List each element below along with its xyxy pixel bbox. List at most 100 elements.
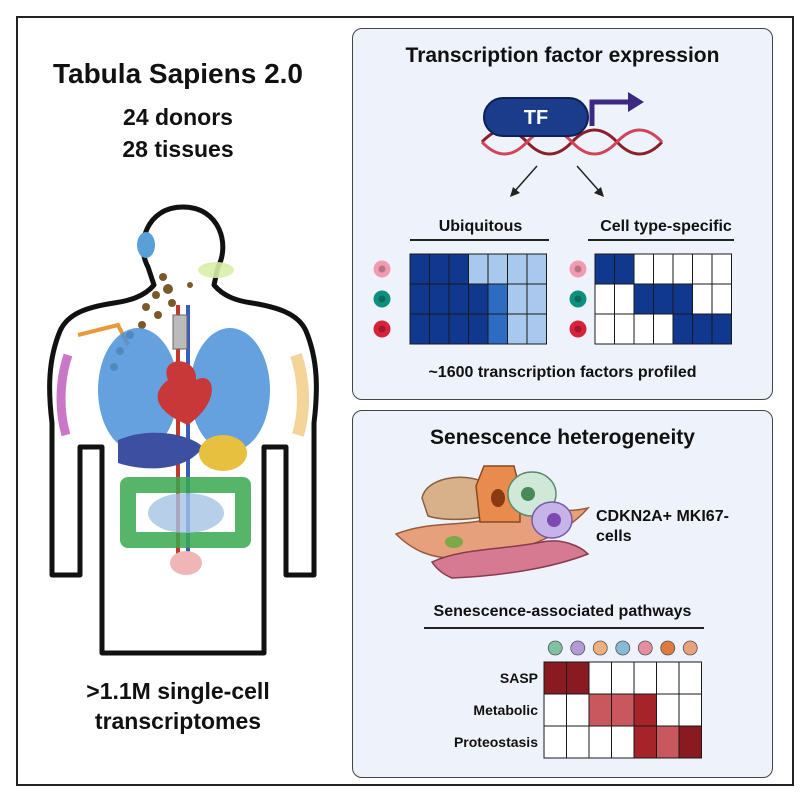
- ubiquitous-heatmap-cell: [526, 283, 547, 315]
- cell-count-line1: >1.1M single-cell: [86, 678, 270, 704]
- tf-pill: [483, 97, 589, 137]
- body-outline: [47, 204, 319, 656]
- cell-type-icon: [592, 640, 608, 656]
- senescent-cells-illustration: [394, 465, 591, 579]
- specific-heatmap-cell: [653, 283, 674, 315]
- pathway-heatmap-cell: [611, 725, 635, 759]
- tf-pill-label: TF: [524, 107, 548, 129]
- ubiquitous-heatmap-cell: [468, 283, 489, 315]
- pathway-heatmap-cell: [656, 725, 680, 759]
- tissue-count: 28 tissues: [122, 136, 234, 162]
- cell-type-icon: [615, 640, 631, 656]
- specific-heatmap-cell: [614, 283, 635, 315]
- cell-type-dot-core: [378, 295, 386, 303]
- cell-type-dot-core: [378, 265, 386, 273]
- cell-type-dot-right: [569, 320, 587, 338]
- cell-type-dot-left: [373, 290, 391, 308]
- pathway-heatmap-cell: [566, 661, 590, 695]
- ubiquitous-heatmap-cell: [409, 313, 430, 345]
- specific-heatmap-cell: [594, 283, 615, 315]
- specific-heatmap-cell: [633, 283, 654, 315]
- ubiquitous-heatmap-cell: [487, 283, 508, 315]
- atlas-title: Tabula Sapiens 2.0: [52, 58, 304, 89]
- cell-type-icon: [547, 640, 563, 656]
- cell-type-icon: [570, 640, 586, 656]
- cell-count-line2: transcriptomes: [94, 708, 262, 734]
- human-body-illustration: [47, 204, 319, 656]
- cell-type-dot-core: [378, 325, 386, 333]
- cell-type-dot-core: [574, 295, 582, 303]
- specific-heatmap-cell: [711, 253, 732, 285]
- specific-heatmap-cell: [594, 313, 615, 345]
- cells-label-line2: cells: [596, 528, 632, 545]
- cells-label-line1: CDKN2A+ MKI67-: [596, 508, 729, 525]
- cell-type-icon: [660, 640, 676, 656]
- ubiquitous-heatmap-cell: [468, 313, 489, 345]
- ubiquitous-heatmap-cell: [487, 253, 508, 285]
- specific-heatmap-cell: [692, 253, 713, 285]
- cell-type-dot-core: [574, 265, 582, 273]
- pathway-heatmap-cell: [633, 725, 657, 759]
- pathway-heatmap-cell: [678, 693, 702, 727]
- ubiquitous-heatmap-cell: [429, 313, 450, 345]
- pathway-heatmap-cell: [543, 725, 567, 759]
- ubiquitous-heatmap-cell: [468, 253, 489, 285]
- pathway-heatmap-cell: [543, 693, 567, 727]
- specific-heatmap-cell: [653, 313, 674, 345]
- pathway-heatmap-cell: [633, 661, 657, 695]
- specific-heatmap-cell: [692, 313, 713, 345]
- ubiquitous-heatmap-cell: [448, 313, 469, 345]
- specific-heatmap-cell: [672, 283, 693, 315]
- ubiquitous-heatmap-cell: [409, 283, 430, 315]
- tf-panel-footer: ~1600 transcription factors profiled: [428, 364, 697, 381]
- specific-heatmap-cell: [614, 253, 635, 285]
- ubiquitous-heatmap-cell: [429, 283, 450, 315]
- donor-count: 24 donors: [123, 104, 233, 130]
- pathway-heatmap-cell: [588, 693, 612, 727]
- ubiquitous-heatmap-cell: [526, 313, 547, 345]
- specific-heatmap-cell: [594, 253, 615, 285]
- pathway-heatmap-cell: [633, 693, 657, 727]
- ubiquitous-heatmap-cell: [429, 253, 450, 285]
- pathway-heatmap-cell: [656, 661, 680, 695]
- pathway-heatmap-cell: [588, 725, 612, 759]
- ubiquitous-label: Ubiquitous: [438, 218, 523, 235]
- pathways-title: Senescence-associated pathways: [433, 603, 692, 620]
- ubiquitous-heatmap-cell: [507, 283, 528, 315]
- ubiquitous-heatmap-cell: [507, 253, 528, 285]
- pathway-row-label: Metabolic: [473, 702, 538, 718]
- specific-heatmap-cell: [614, 313, 635, 345]
- cell-type-dot-right: [569, 260, 587, 278]
- pathway-heatmap-cell: [678, 661, 702, 695]
- ubiquitous-heatmap-cell: [526, 253, 547, 285]
- specific-heatmap-cell: [711, 313, 732, 345]
- specific-heatmap-cell: [672, 253, 693, 285]
- specific-heatmap-cell: [711, 283, 732, 315]
- ubiquitous-heatmap-cell: [448, 253, 469, 285]
- specific-heatmap-cell: [633, 253, 654, 285]
- tf-promoter-diagram: TF: [480, 92, 664, 197]
- tf-panel-title: Transcription factor expression: [405, 44, 720, 67]
- pathway-heatmap-cell: [566, 693, 590, 727]
- pathway-row-label: Proteostasis: [454, 734, 538, 750]
- ubiquitous-heatmap-cell: [409, 253, 430, 285]
- senescence-panel-title: Senescence heterogeneity: [430, 426, 695, 449]
- specific-heatmap-cell: [633, 313, 654, 345]
- specific-heatmap-cell: [672, 313, 693, 345]
- pathway-heatmap-cell: [656, 693, 680, 727]
- cell-type-dot-left: [373, 320, 391, 338]
- figure-frame: [16, 16, 794, 786]
- cell-type-icon: [682, 640, 698, 656]
- ubiquitous-heatmap-cell: [487, 313, 508, 345]
- tf-heatmaps: [373, 239, 734, 345]
- pathway-heatmap-cell: [678, 725, 702, 759]
- ubiquitous-heatmap-cell: [507, 313, 528, 345]
- pathway-heatmap-cell: [611, 693, 635, 727]
- specific-heatmap-cell: [692, 283, 713, 315]
- cell-type-dot-left: [373, 260, 391, 278]
- pathway-heatmap-cell: [566, 725, 590, 759]
- cell-type-dot-right: [569, 290, 587, 308]
- cell-type-specific-label: Cell type-specific: [600, 218, 732, 235]
- cell-type-dot-core: [574, 325, 582, 333]
